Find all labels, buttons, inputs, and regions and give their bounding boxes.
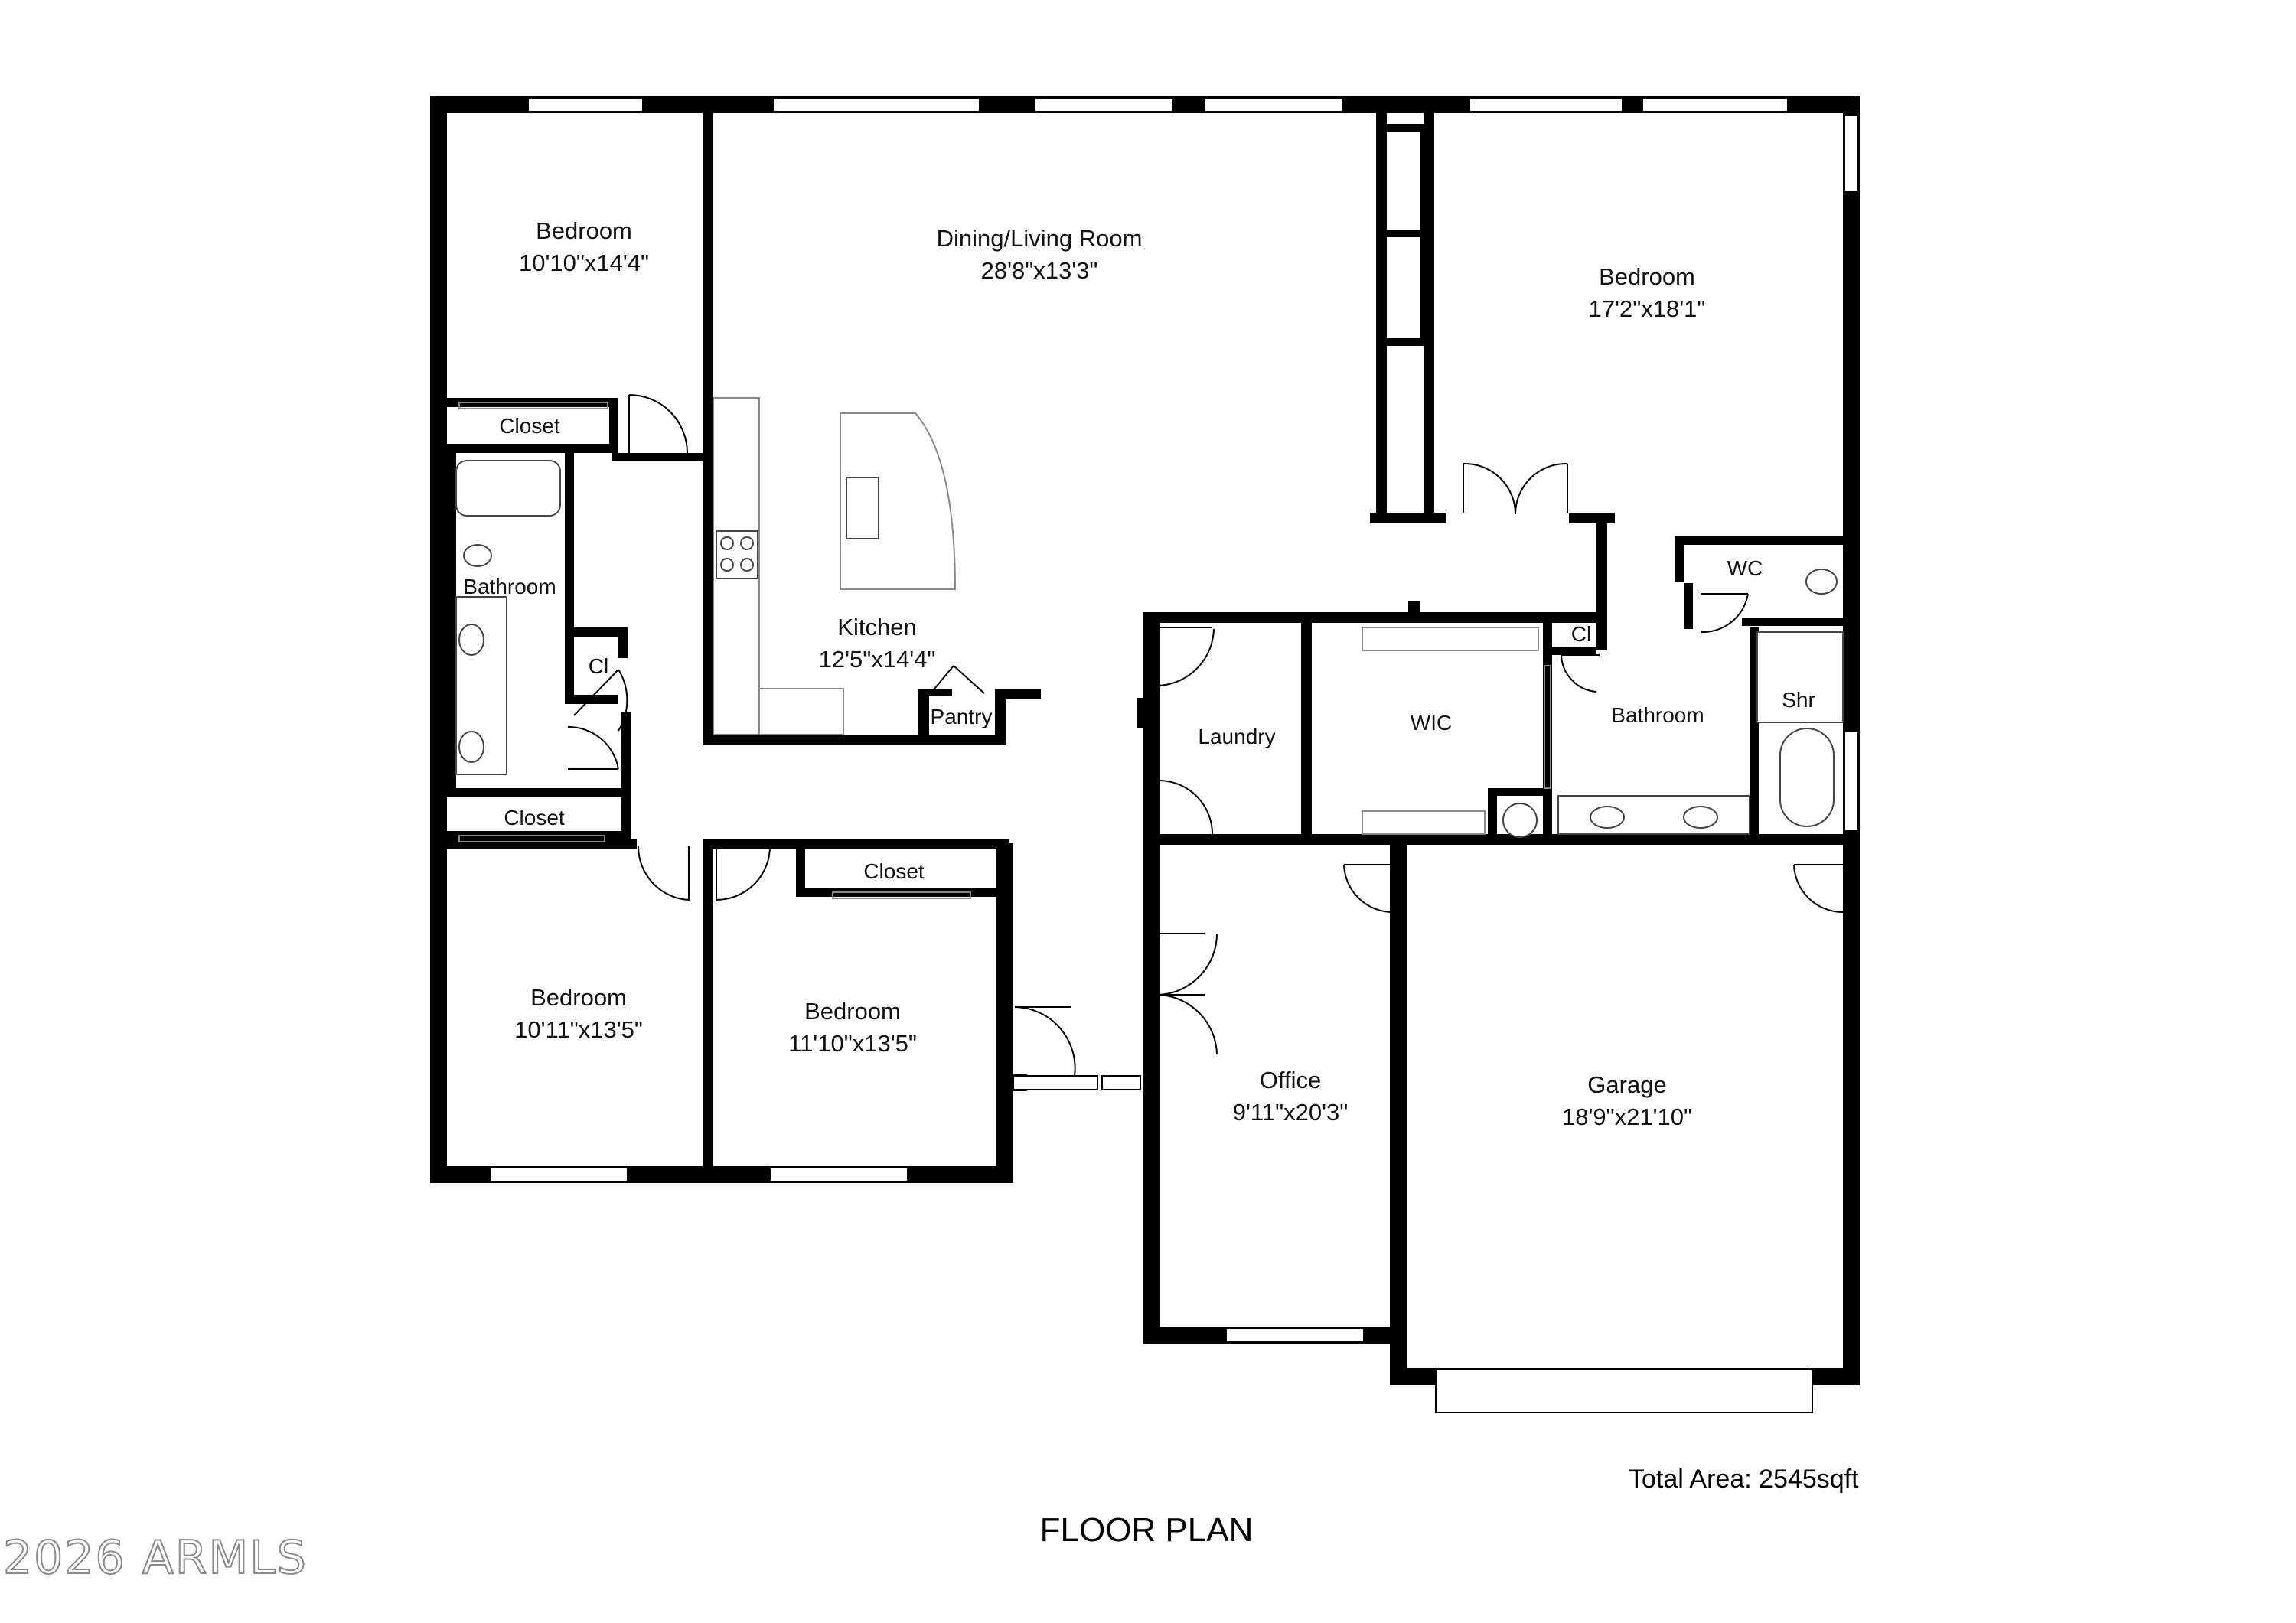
closet-s-name: Closet [863,859,925,883]
bedroom-s-dims: 11'10"x13'5" [788,1030,917,1057]
office-dims: 9'11"x20'3" [1233,1099,1349,1126]
garage-name: Garage [1587,1071,1666,1098]
toilet-icon [463,544,492,567]
kitchen-fixtures [713,397,957,735]
dining-living-name: Dining/Living Room [937,225,1143,252]
bathroom-w-fixtures [455,460,561,775]
kitchen-name: Kitchen [837,614,916,640]
bathtub-icon [1779,728,1835,827]
shower-name: Shr [1782,688,1815,712]
closet-w2-name: Closet [504,806,565,829]
cl-e-name: Cl [1571,622,1591,646]
cl-w-name: Cl [589,654,608,678]
bathtub-icon [455,460,561,517]
bedroom-master-name: Bedroom [1599,263,1695,290]
watermark: 2026 ARMLS [3,1531,308,1585]
floor-plan-caption: FLOOR PLAN [1040,1511,1254,1549]
wc-name: WC [1727,556,1763,580]
interior-walls [430,107,1848,1183]
sink-icon [1683,806,1718,829]
closet-nw-name: Closet [499,414,560,438]
laundry-name: Laundry [1198,725,1275,748]
sink-icon [458,624,484,656]
bathroom-w-name: Bathroom [463,575,556,598]
bedroom-s-name: Bedroom [804,998,901,1025]
doors [567,394,1844,1077]
windows [489,97,1859,1413]
closet-rods [458,402,1551,899]
dining-living-dims: 28'8"x13'3" [981,257,1098,284]
wic-name: WIC [1411,711,1452,735]
kitchen-dims: 12'5"x14'4" [819,646,936,673]
master-bath-fixtures [1362,569,1844,838]
bedroom-sw-name: Bedroom [530,984,627,1011]
water-heater-icon [1502,803,1538,838]
bedroom-master-dims: 17'2"x18'1" [1589,295,1706,322]
bedroom-nw-dims: 10'10"x14'4" [519,249,649,276]
garage-dims: 18'9"x21'10" [1562,1103,1692,1130]
pantry-name: Pantry [931,705,993,728]
office-name: Office [1260,1067,1321,1093]
toilet-icon [1805,569,1838,595]
sink-icon [458,731,484,763]
sink-icon [846,477,879,539]
bedroom-sw-dims: 10'11"x13'5" [514,1016,643,1043]
sink-icon [1590,806,1625,829]
total-area: Total Area: 2545sqft [1629,1465,1859,1494]
room-labels: Bedroom 10'10"x14'4" Dining/Living Room … [463,217,1815,1130]
bedroom-nw-name: Bedroom [536,217,632,244]
bathroom-master-name: Bathroom [1611,703,1704,727]
